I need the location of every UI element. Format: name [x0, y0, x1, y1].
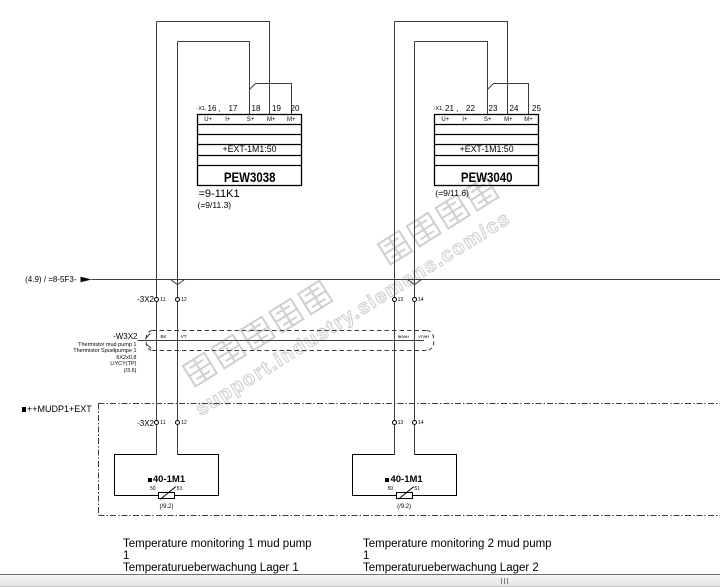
svg-text:support.industry.siemens.com/c: support.industry.siemens.com/cs [192, 207, 515, 420]
